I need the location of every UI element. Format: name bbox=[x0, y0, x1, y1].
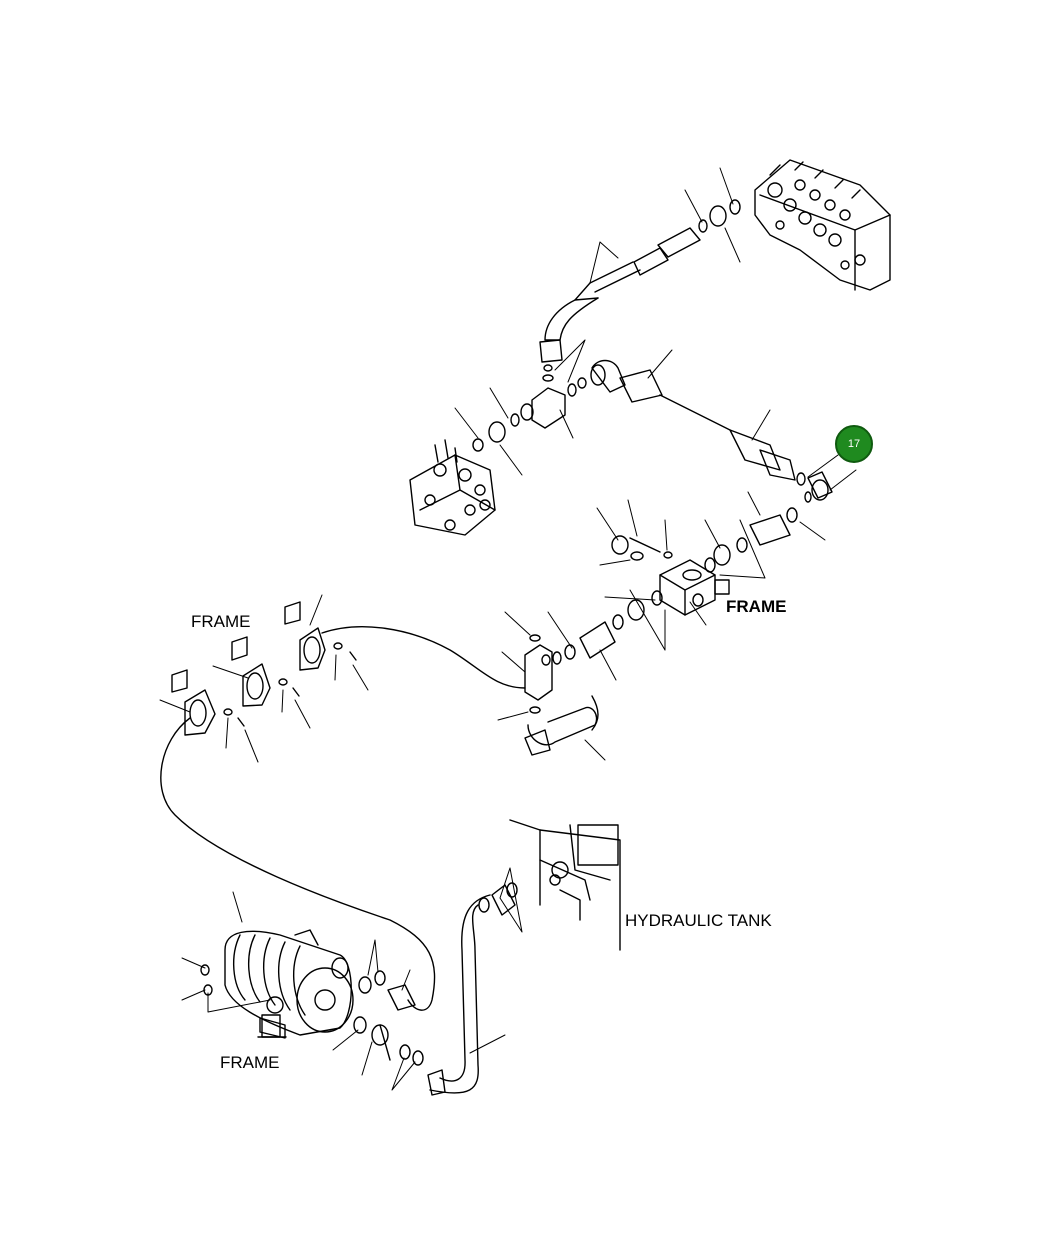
hydraulic-tank-icon bbox=[509, 819, 621, 951]
pump-icon bbox=[200, 929, 424, 1066]
long-hose-icon bbox=[160, 626, 599, 1011]
leader-lines bbox=[159, 167, 857, 1091]
callout-17-button[interactable]: 17 bbox=[835, 425, 873, 463]
main-control-valve-icon bbox=[754, 159, 891, 291]
elbow-hose-icon bbox=[590, 359, 796, 481]
block-fitting-icon bbox=[552, 507, 798, 665]
callout-number: 17 bbox=[847, 438, 861, 450]
frame-label-right: FRAME bbox=[726, 597, 787, 616]
fitting-17-icon bbox=[796, 471, 833, 503]
frame-label-left: FRAME bbox=[191, 612, 251, 631]
tee-fitting-icon bbox=[472, 364, 587, 452]
upper-hose-icon bbox=[539, 199, 741, 363]
tee-lower-icon bbox=[524, 634, 598, 756]
flange-clamp-icon bbox=[171, 601, 357, 736]
frame-label-bottom: FRAME bbox=[220, 1053, 280, 1072]
hydraulic-tank-label: HYDRAULIC TANK bbox=[625, 911, 772, 930]
frame-mount-icon bbox=[257, 579, 730, 1038]
auxiliary-valve-icon bbox=[409, 439, 496, 536]
return-hose-icon bbox=[427, 882, 518, 1096]
